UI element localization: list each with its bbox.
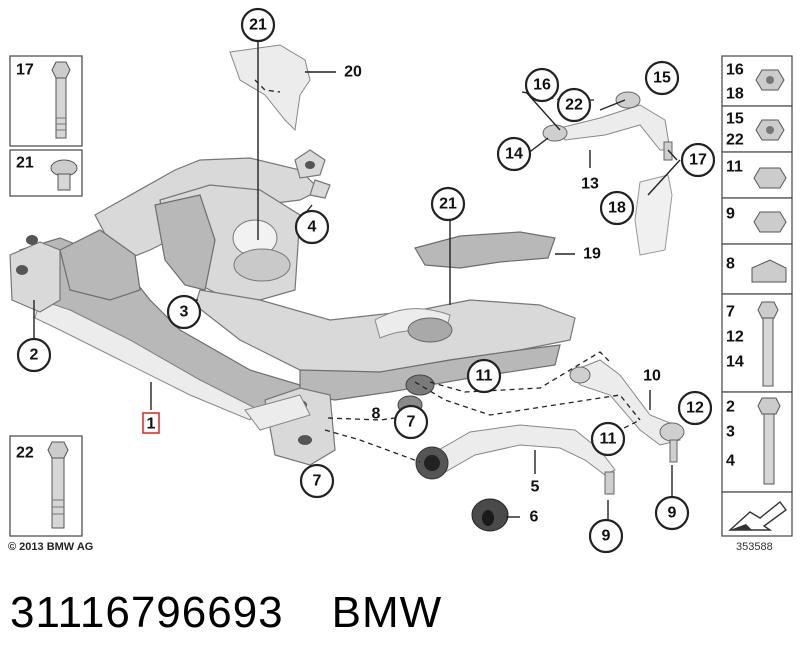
callout-7-lower: 7	[299, 463, 335, 499]
callout-11-lower: 11	[590, 421, 626, 457]
lower-wishbone	[415, 424, 616, 495]
callout-4: 4	[294, 209, 330, 245]
svg-text:11: 11	[476, 368, 493, 385]
part-caption: 31116796693 BMW	[10, 588, 490, 638]
callout-12: 12	[677, 390, 713, 426]
callouts: 21 20 16 15 22 14 13 17 18 4 21 19 3 2 1…	[16, 7, 716, 554]
callout-14: 14	[496, 136, 532, 172]
copyright-text: © 2013 BMW AG	[8, 541, 94, 553]
svg-text:19: 19	[583, 246, 601, 263]
heat-shield-lower	[414, 231, 556, 269]
nut-11-icon	[753, 167, 787, 189]
callout-16: 16	[524, 67, 560, 103]
callout-3: 3	[166, 294, 202, 330]
callout-11-upper: 11	[466, 358, 502, 394]
svg-text:7: 7	[313, 473, 322, 490]
protective-cap	[634, 174, 673, 256]
diagram-number: 353588	[736, 541, 773, 553]
svg-text:11: 11	[726, 159, 743, 176]
right-fastener-boxes: 16 18 15 22 11 9 8 7 12 14 2 3 4	[721, 55, 793, 537]
svg-text:2: 2	[30, 347, 39, 364]
svg-text:16: 16	[726, 62, 744, 79]
bolt-7-icon	[757, 301, 779, 387]
svg-text:14: 14	[505, 146, 523, 163]
nut-15-icon	[755, 119, 785, 141]
callout-18: 18	[599, 190, 635, 226]
rubber-mounting	[471, 498, 509, 532]
svg-text:9: 9	[602, 528, 611, 545]
nut-16-icon	[755, 69, 785, 91]
svg-text:16: 16	[533, 77, 551, 94]
callout-6: 6	[530, 509, 539, 526]
svg-text:7: 7	[407, 414, 416, 431]
svg-text:6: 6	[530, 509, 539, 526]
screw-21-icon	[50, 159, 78, 191]
svg-text:15: 15	[653, 70, 671, 87]
svg-text:22: 22	[565, 97, 583, 114]
svg-text:18: 18	[608, 200, 626, 217]
svg-text:21: 21	[439, 196, 457, 213]
callout-21-mid: 21	[430, 186, 466, 222]
svg-text:4: 4	[726, 453, 735, 470]
callout-15: 15	[644, 60, 680, 96]
svg-text:17: 17	[16, 62, 34, 79]
callout-19: 19	[583, 246, 601, 263]
svg-text:4: 4	[308, 219, 317, 236]
callout-22: 22	[556, 87, 592, 123]
svg-text:21: 21	[249, 17, 267, 34]
callout-21-top: 21	[240, 7, 276, 43]
svg-text:10: 10	[643, 368, 661, 385]
svg-text:12: 12	[726, 329, 744, 346]
callout-1: 1	[142, 412, 160, 434]
svg-text:7: 7	[726, 304, 735, 321]
callout-5: 5	[531, 479, 540, 496]
bolt-22-icon	[47, 441, 69, 529]
callout-20: 20	[344, 64, 362, 81]
svg-text:8: 8	[372, 406, 381, 423]
clip-8-icon	[751, 259, 787, 283]
svg-text:15: 15	[726, 111, 744, 128]
svg-text:17: 17	[689, 152, 707, 169]
svg-text:14: 14	[726, 354, 744, 371]
svg-text:5: 5	[531, 479, 540, 496]
svg-text:8: 8	[726, 256, 735, 273]
direction-arrow-icon	[728, 501, 787, 531]
svg-text:18: 18	[726, 86, 744, 103]
subframe-illustration	[9, 149, 576, 466]
heat-shield-upper	[229, 44, 311, 132]
callout-8: 8	[372, 406, 381, 423]
svg-text:3: 3	[726, 424, 735, 441]
callout-9-left: 9	[588, 518, 624, 554]
svg-text:9: 9	[668, 505, 677, 522]
svg-text:9: 9	[726, 206, 735, 223]
svg-text:2: 2	[726, 399, 735, 416]
svg-text:3: 3	[180, 304, 189, 321]
callout-7-upper: 7	[393, 404, 429, 440]
svg-text:11: 11	[600, 431, 617, 448]
callout-17: 17	[680, 142, 716, 178]
callout-2: 2	[16, 337, 52, 373]
tension-strut	[569, 359, 685, 463]
svg-text:22: 22	[726, 132, 744, 149]
left-fastener-boxes: 17 21 22	[9, 55, 83, 537]
svg-text:12: 12	[686, 400, 704, 417]
callout-9-right: 9	[654, 495, 690, 531]
part-number: 31116796693	[10, 588, 284, 637]
svg-text:13: 13	[581, 176, 599, 193]
callout-13: 13	[581, 176, 599, 193]
brand-name: BMW	[331, 588, 443, 637]
upper-wishbone	[542, 91, 673, 161]
bolt-17-icon	[51, 61, 71, 139]
nut-9-icon	[753, 211, 787, 233]
svg-text:22: 22	[16, 445, 34, 462]
callout-10: 10	[643, 368, 661, 385]
svg-text:21: 21	[16, 155, 34, 172]
bolt-2-icon	[757, 397, 781, 485]
svg-text:20: 20	[344, 64, 362, 81]
svg-text:1: 1	[147, 416, 156, 433]
